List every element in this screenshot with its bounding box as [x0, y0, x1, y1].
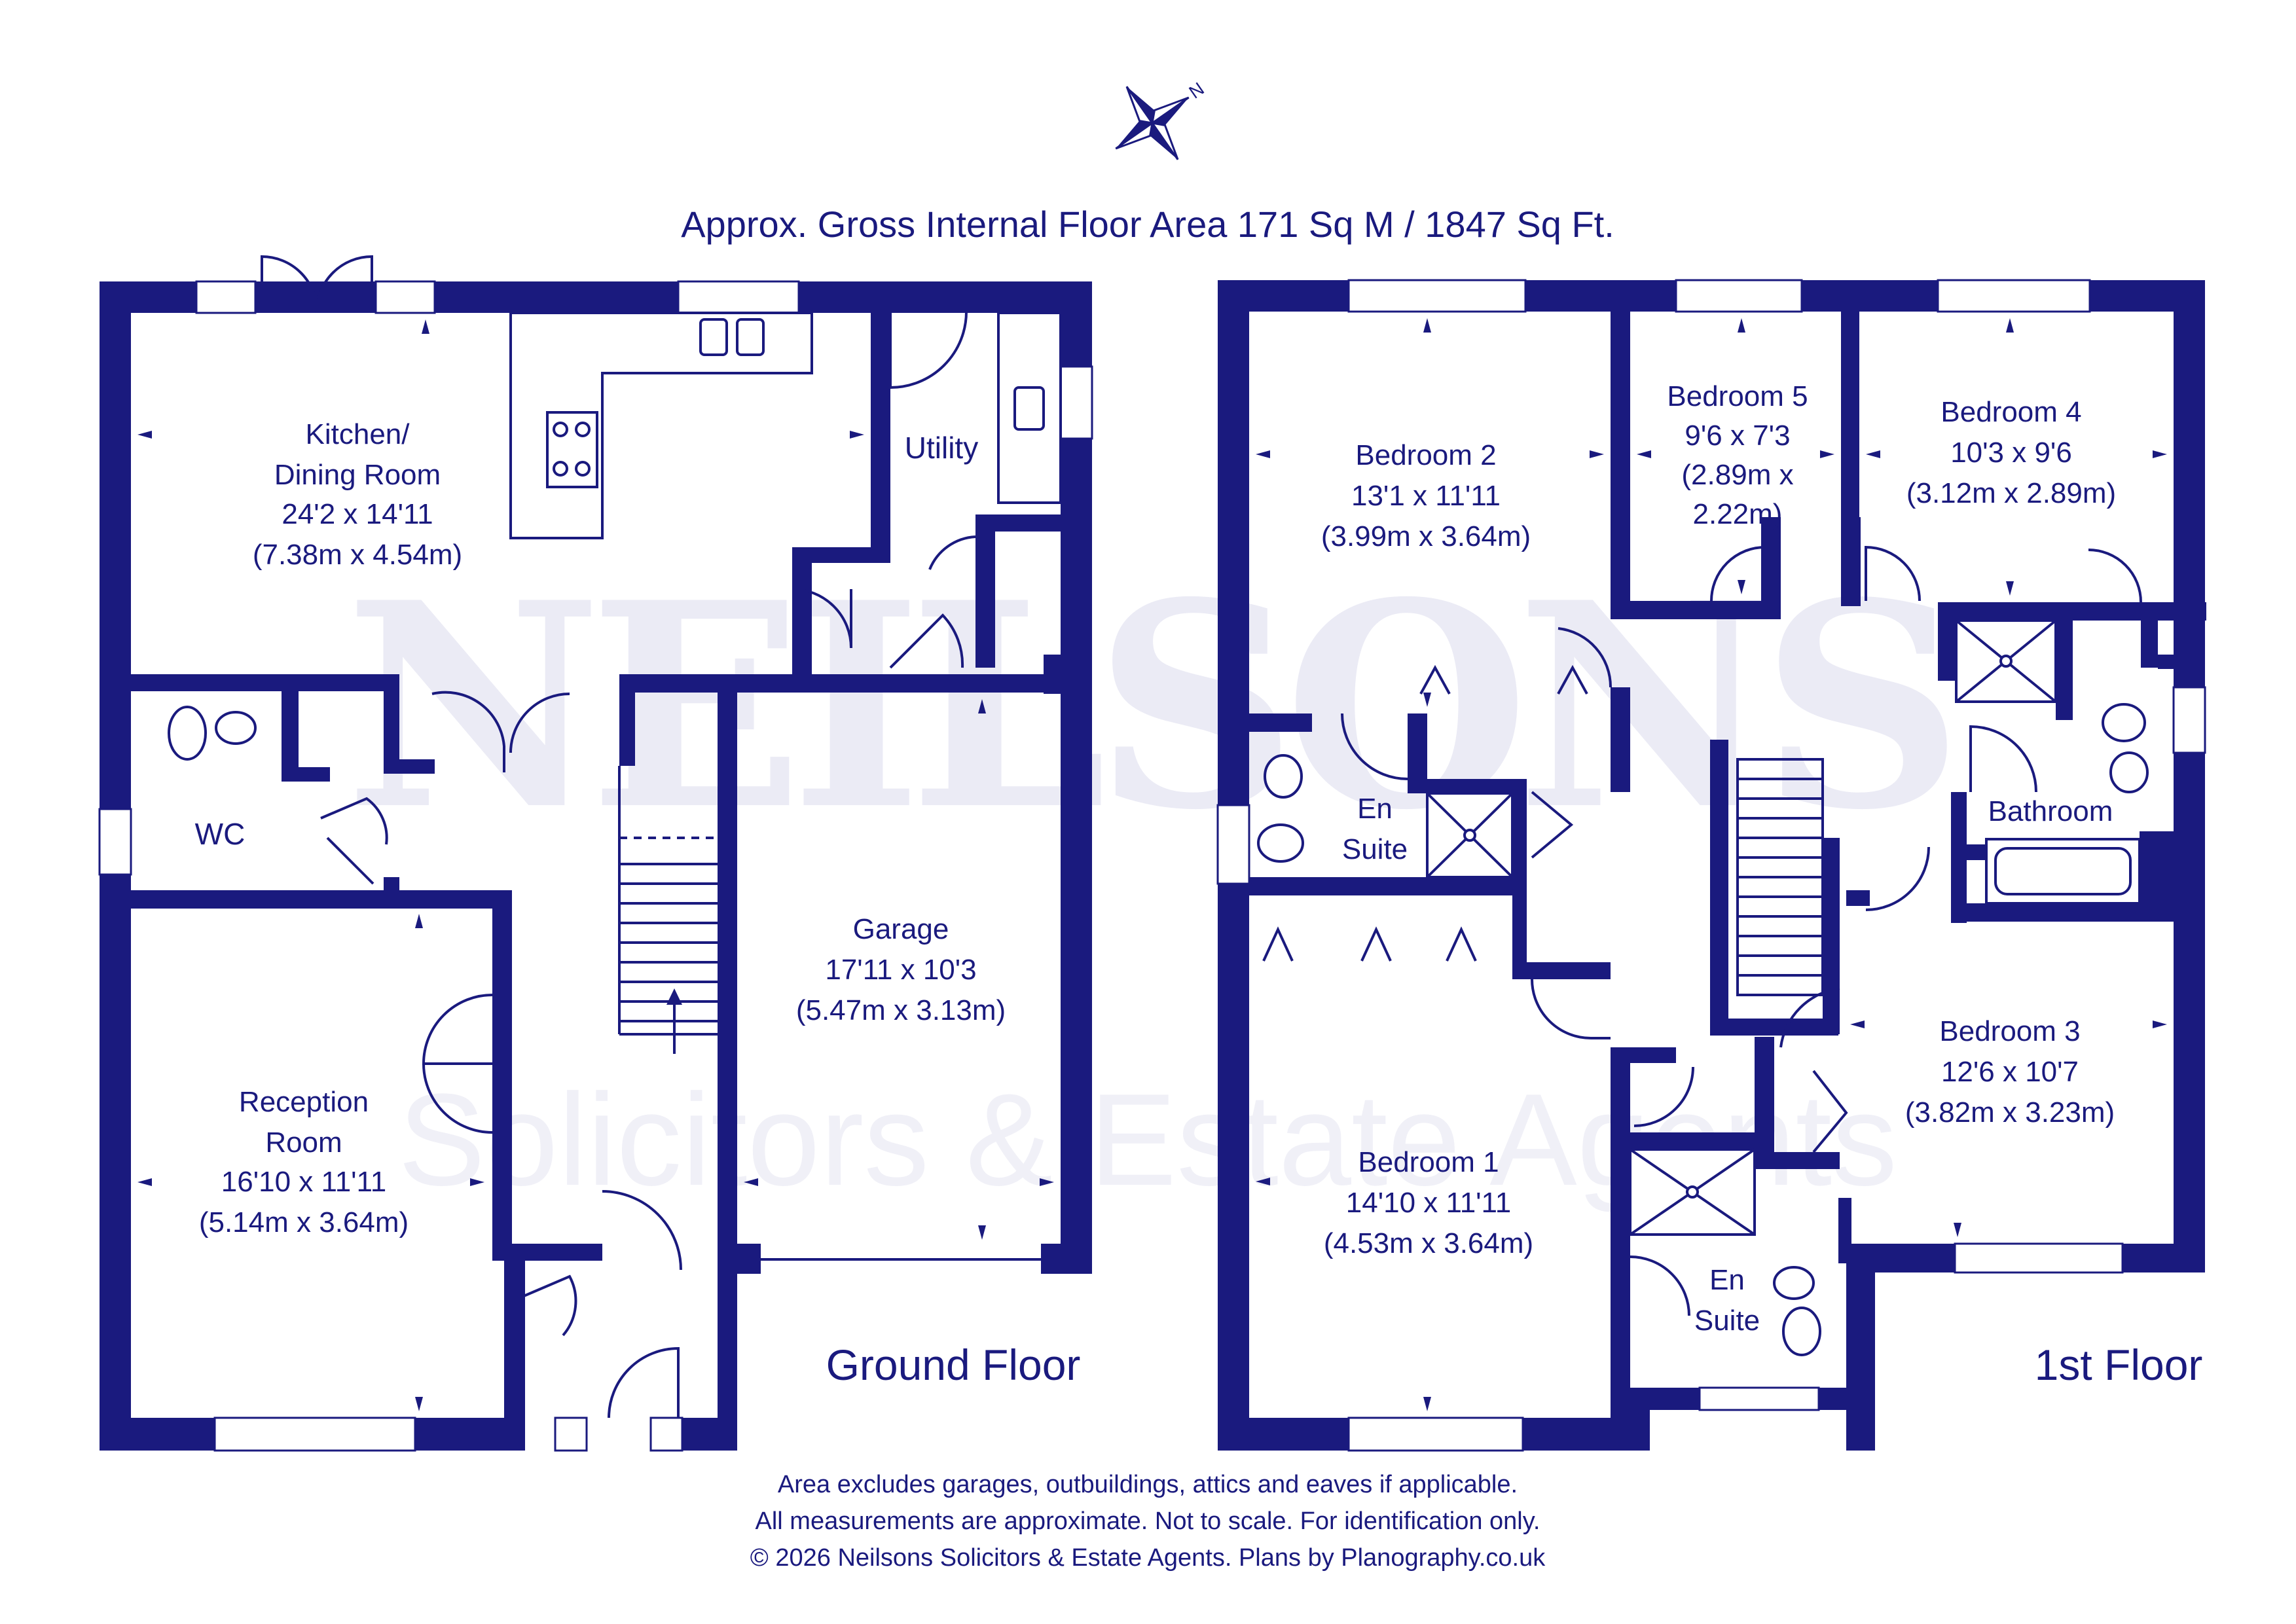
garage-name: Garage [853, 913, 949, 945]
bedroom5-imperial: 9'6 x 7'3 [1685, 420, 1790, 452]
watermark: NEILSONS Solicitors & Estate Agents [345, 541, 1964, 1213]
first-floor-plan [1216, 279, 2206, 1452]
kitchen-units [509, 312, 813, 539]
reception-imperial: 16'10 x 11'11 [221, 1166, 386, 1198]
staircase-upper [1736, 758, 1824, 996]
ensuite-upper-name-line2: Suite [1342, 833, 1408, 865]
wc-basin [215, 711, 257, 745]
reception-name-line2: Room [265, 1127, 342, 1159]
bedroom5-metric-line2: 2.22m) [1693, 498, 1783, 530]
bedroom2-imperial: 13'1 x 11'11 [1351, 480, 1501, 512]
window [649, 1416, 683, 1452]
bedroom5-name: Bedroom 5 [1667, 380, 1808, 412]
window [1216, 804, 1250, 885]
bedroom3-metric: (3.82m x 3.23m) [1905, 1096, 2115, 1128]
area-title: Approx. Gross Internal Floor Area 171 Sq… [681, 204, 1614, 245]
bathroom-basin [2109, 751, 2149, 793]
bathroom-name: Bathroom [1988, 795, 2113, 827]
window [374, 280, 436, 314]
bedroom4-imperial: 10'3 x 9'6 [1950, 437, 2072, 469]
watermark-brand: NEILSONS [345, 541, 1951, 872]
window [677, 280, 800, 314]
ground-floor-labels: Kitchen/ Dining Room 24'2 x 14'11 (7.38m… [195, 418, 1081, 1389]
kitchen-name-line2: Dining Room [274, 459, 441, 491]
footer-line3: © 2026 Neilsons Solicitors & Estate Agen… [750, 1544, 1546, 1572]
window [2172, 686, 2206, 754]
ensuite-lower-name-line2: Suite [1694, 1305, 1760, 1337]
bedroom2-name: Bedroom 2 [1355, 439, 1496, 471]
compass-north-label: N [1185, 79, 1207, 103]
footer-line2: All measurements are approximate. Not to… [756, 1507, 1540, 1535]
ensuite-toilet-lower [1782, 1307, 1821, 1356]
staircase [618, 766, 718, 1054]
dimension-markers-upper [1256, 318, 2167, 1411]
ensuite-toilet-upper [1257, 823, 1304, 863]
window [213, 1416, 416, 1452]
ensuite-basin-upper [1264, 754, 1303, 799]
window [1347, 279, 1527, 313]
bedroom1-imperial: 14'10 x 11'11 [1346, 1187, 1511, 1219]
bedroom4-metric: (3.12m x 2.89m) [1906, 477, 2116, 509]
window [1059, 365, 1093, 440]
bathroom-toilet [2102, 703, 2146, 742]
bedroom1-metric: (4.53m x 3.64m) [1324, 1227, 1533, 1259]
window [1347, 1416, 1524, 1452]
bedroom3-name: Bedroom 3 [1939, 1015, 2080, 1047]
utility-sink [1013, 386, 1045, 431]
wc-name: WC [195, 817, 246, 851]
utility-name: Utility [905, 431, 978, 465]
ensuite-basin-lower [1773, 1266, 1815, 1300]
window [1954, 1242, 2124, 1274]
kitchen-name-line1: Kitchen/ [306, 418, 410, 450]
compass-rose-icon [1115, 86, 1190, 160]
kitchen-metric: (7.38m x 4.54m) [253, 539, 462, 571]
bedroom1-name: Bedroom 1 [1358, 1146, 1499, 1178]
bedroom5-metric-line1: (2.89m x [1681, 459, 1793, 491]
ground-floor-label: Ground Floor [826, 1341, 1081, 1389]
wc-toilet [168, 706, 207, 761]
footer-line1: Area excludes garages, outbuildings, att… [778, 1471, 1518, 1498]
reception-metric: (5.14m x 3.64m) [199, 1206, 409, 1238]
window [98, 808, 132, 876]
first-floor-label: 1st Floor [2035, 1341, 2203, 1389]
first-floor-labels: Bedroom 2 13'1 x 11'11 (3.99m x 3.64m) B… [1321, 380, 2203, 1389]
footer-notes: Area excludes garages, outbuildings, att… [750, 1471, 1546, 1572]
dimension-markers [137, 319, 1054, 1411]
window [1937, 279, 2091, 313]
window [1698, 1386, 1820, 1411]
ensuite-lower-name-line1: En [1709, 1264, 1745, 1296]
ensuite-upper-name-line1: En [1357, 793, 1393, 825]
bedroom2-metric: (3.99m x 3.64m) [1321, 520, 1531, 552]
window [195, 280, 257, 314]
kitchen-imperial: 24'2 x 14'11 [282, 498, 433, 530]
bedroom3-imperial: 12'6 x 10'7 [1941, 1056, 2079, 1088]
window [554, 1416, 588, 1452]
ground-floor-plan [98, 255, 1093, 1452]
garage-metric: (5.47m x 3.13m) [796, 994, 1006, 1026]
bedroom4-name: Bedroom 4 [1941, 396, 2081, 428]
reception-name-line1: Reception [239, 1086, 369, 1118]
garage-imperial: 17'11 x 10'3 [825, 954, 976, 986]
window [1675, 279, 1803, 313]
